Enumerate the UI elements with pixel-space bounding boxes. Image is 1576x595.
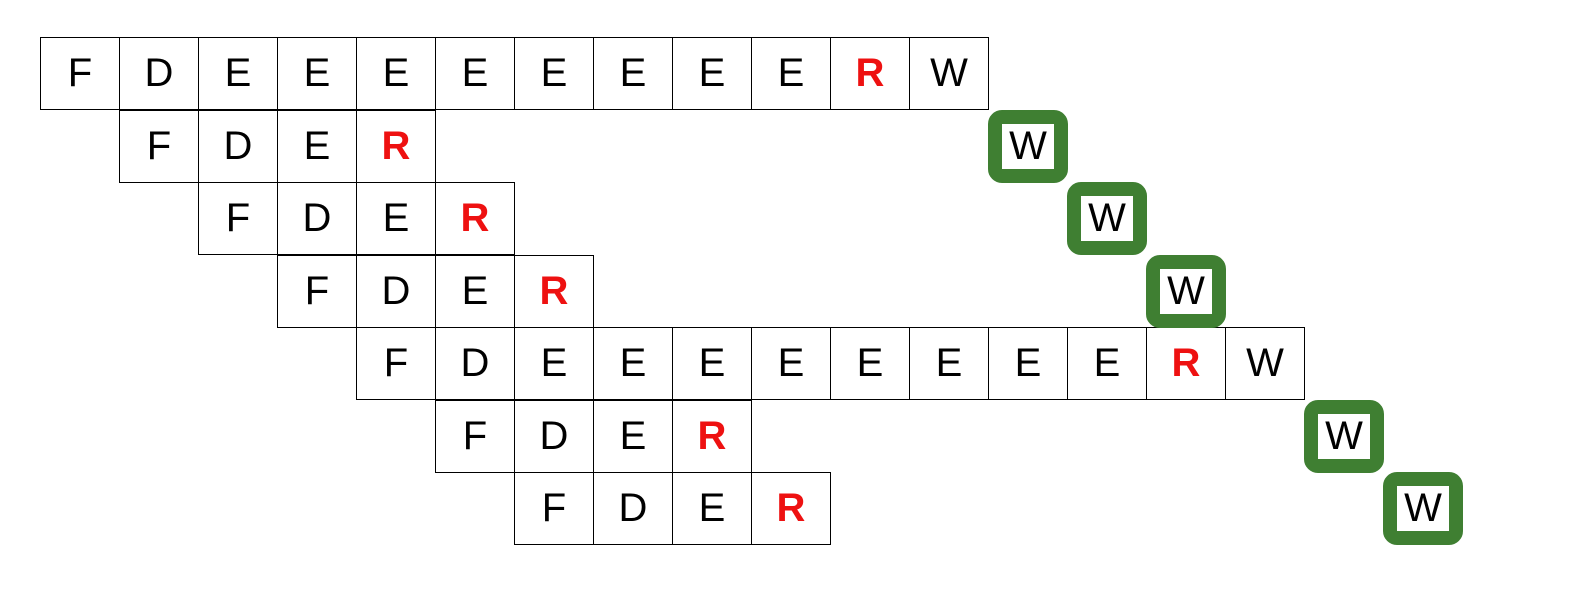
highlighted-writeback-cell: W	[1383, 472, 1463, 545]
stage-cell-e: E	[198, 37, 278, 110]
stage-cell-f: F	[119, 109, 199, 183]
stage-cell-f: F	[198, 182, 278, 255]
stage-cell-w: W	[909, 37, 989, 110]
stage-cell-e: E	[672, 37, 752, 110]
stage-cell-e: E	[672, 472, 752, 545]
stage-cell-d: D	[119, 37, 199, 110]
stage-cell-d: D	[356, 254, 436, 328]
stage-cell-e: E	[593, 37, 673, 110]
stage-cell-f: F	[514, 472, 594, 545]
stage-cell-e: E	[909, 327, 989, 400]
stage-cell-r: R	[356, 109, 436, 183]
stage-cell-r: R	[1146, 327, 1226, 400]
stage-cell-w: W	[1225, 327, 1305, 400]
stage-cell-e: E	[514, 37, 594, 110]
highlighted-writeback-cell: W	[1304, 399, 1384, 473]
stage-cell-e: E	[593, 399, 673, 473]
stage-cell-e: E	[751, 37, 831, 110]
stage-cell-f: F	[356, 327, 436, 400]
stage-cell-d: D	[198, 109, 278, 183]
stage-cell-e: E	[593, 327, 673, 400]
stage-cell-e: E	[277, 109, 357, 183]
stage-cell-e: E	[435, 254, 515, 328]
stage-cell-e: E	[514, 327, 594, 400]
highlighted-writeback-cell: W	[988, 109, 1068, 183]
stage-cell-e: E	[356, 182, 436, 255]
stage-cell-e: E	[988, 327, 1068, 400]
stage-cell-d: D	[435, 327, 515, 400]
stage-cell-d: D	[277, 182, 357, 255]
stage-cell-r: R	[672, 399, 752, 473]
highlighted-writeback-cell: W	[1067, 182, 1147, 255]
stage-cell-e: E	[830, 327, 910, 400]
stage-cell-r: R	[830, 37, 910, 110]
stage-cell-e: E	[1067, 327, 1147, 400]
stage-cell-d: D	[514, 399, 594, 473]
stage-cell-r: R	[514, 254, 594, 328]
stage-cell-e: E	[672, 327, 752, 400]
stage-cell-e: E	[435, 37, 515, 110]
stage-cell-f: F	[40, 37, 120, 110]
stage-cell-d: D	[593, 472, 673, 545]
stage-cell-e: E	[356, 37, 436, 110]
highlighted-writeback-cell: W	[1146, 254, 1226, 328]
stage-cell-e: E	[751, 327, 831, 400]
stage-cell-f: F	[277, 254, 357, 328]
stage-cell-e: E	[277, 37, 357, 110]
stage-cell-r: R	[751, 472, 831, 545]
stage-cell-r: R	[435, 182, 515, 255]
stage-cell-f: F	[435, 399, 515, 473]
